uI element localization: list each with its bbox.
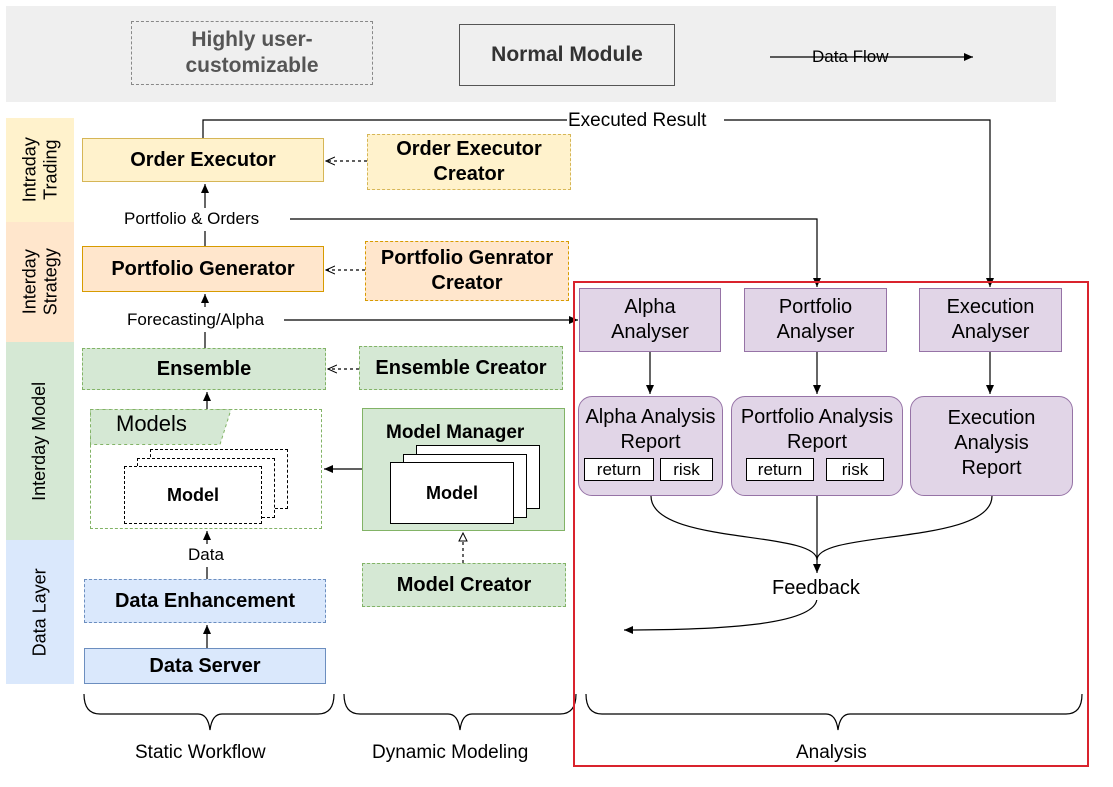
ensemble-creator-label: Ensemble Creator — [375, 356, 547, 379]
execution-analyser-label: Execution Analyser — [946, 296, 1035, 343]
data-server-label: Data Server — [149, 654, 261, 677]
models-tab — [90, 409, 232, 445]
legend-normal: Normal Module — [459, 24, 675, 86]
data-label: Data — [188, 545, 224, 564]
alpha-analyser-label: Alpha Analyser — [611, 296, 689, 343]
section-static-workflow: Static Workflow — [135, 742, 266, 763]
data-server: Data Server — [84, 648, 326, 684]
portfolio-analyser: Portfolio Analyser — [744, 288, 887, 352]
managed-model-box: Model — [390, 462, 514, 524]
model-box: Model — [124, 466, 262, 524]
section-dynamic-modeling: Dynamic Modeling — [372, 742, 529, 763]
brace-static — [83, 693, 335, 731]
ensemble: Ensemble — [82, 348, 326, 390]
lane-intraday-trading: Intraday Trading — [6, 118, 74, 222]
analysis-highlight — [573, 281, 1089, 767]
execution-analyser: Execution Analyser — [919, 288, 1062, 352]
portfolio-return-label: return — [746, 458, 814, 481]
portfolio-generator-creator-label: Portfolio Genrator Creator — [380, 247, 554, 294]
alpha-return-label: return — [584, 458, 654, 481]
alpha-analyser: Alpha Analyser — [579, 288, 721, 352]
portfolio-analyser-label: Portfolio Analyser — [776, 296, 855, 343]
legend-normal-label: Normal Module — [491, 42, 643, 66]
portfolio-generator-creator: Portfolio Genrator Creator — [365, 241, 569, 301]
order-executor-creator: Order Executor Creator — [367, 134, 571, 190]
order-executor: Order Executor — [82, 138, 324, 182]
lane-data-layer: Data Layer — [6, 540, 74, 684]
portfolio-risk-label: risk — [826, 458, 884, 481]
portfolio-orders-label: Portfolio & Orders — [124, 209, 260, 228]
managed-model-label: Model — [426, 482, 478, 503]
lane-interday-model: Interday Model — [6, 342, 74, 540]
model-label: Model — [167, 484, 219, 505]
executed-result-label: Executed Result — [568, 110, 707, 131]
execution-report-title: Execution Analysis Report — [947, 407, 1036, 479]
lane-interday-strategy: Interday Strategy — [6, 222, 74, 342]
brace-dynamic — [343, 693, 577, 731]
model-creator-label: Model Creator — [396, 573, 532, 596]
model-manager-label: Model Manager — [386, 422, 525, 443]
alpha-risk-label: risk — [660, 458, 713, 481]
feedback-label: Feedback — [770, 577, 862, 600]
order-executor-label: Order Executor — [130, 148, 276, 171]
model-creator: Model Creator — [362, 563, 566, 607]
portfolio-report-title: Portfolio Analysis Report — [740, 406, 894, 453]
data-enhancement: Data Enhancement — [84, 579, 326, 623]
ensemble-label: Ensemble — [156, 357, 252, 380]
execution-report: Execution Analysis Report — [910, 396, 1073, 496]
section-analysis: Analysis — [796, 742, 867, 763]
legend-customizable-label: Highly user-customizable — [185, 27, 319, 77]
portfolio-generator-label: Portfolio Generator — [111, 257, 295, 280]
alpha-report-title: Alpha Analysis Report — [585, 406, 716, 453]
data-enhancement-label: Data Enhancement — [114, 589, 296, 612]
ensemble-creator: Ensemble Creator — [359, 346, 563, 390]
forecasting-alpha-label: Forecasting/Alpha — [127, 310, 265, 329]
order-executor-creator-label: Order Executor Creator — [396, 138, 542, 185]
models-label: Models — [116, 411, 187, 436]
brace-analysis — [585, 693, 1083, 731]
portfolio-generator: Portfolio Generator — [82, 246, 324, 292]
legend-customizable: Highly user-customizable — [131, 21, 373, 85]
